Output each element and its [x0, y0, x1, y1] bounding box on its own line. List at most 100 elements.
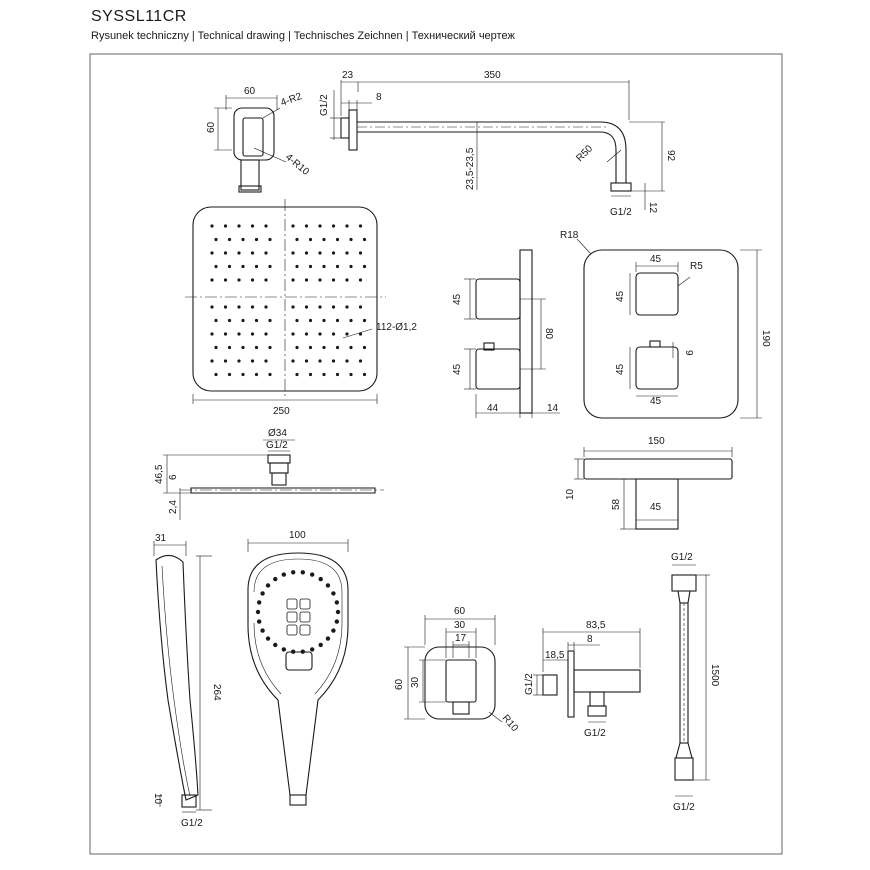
dim-sp-10: 10 — [565, 488, 576, 500]
dim-hc-60: 60 — [454, 606, 466, 617]
rain-nozzle — [335, 372, 340, 377]
rain-nozzle — [335, 237, 340, 242]
dim-hs-465: 46,5 — [154, 464, 165, 484]
rain-nozzle — [318, 332, 322, 336]
dim-tf-45bottom: 45 — [650, 396, 662, 407]
dim-arm-8: 8 — [376, 92, 382, 103]
rain-nozzle — [331, 251, 336, 255]
dim-wall-r2: 4-R2 — [279, 91, 304, 109]
rain-nozzle — [349, 264, 353, 269]
rain-nozzle — [264, 332, 268, 336]
dim-th-45a: 45 — [452, 293, 463, 305]
rain-nozzle — [335, 264, 340, 269]
hand-nozzle — [255, 609, 261, 615]
rain-nozzle — [345, 278, 349, 282]
rain-nozzle — [214, 345, 218, 350]
rain-nozzle — [227, 237, 232, 242]
wall-connector-view: 60 60 4-R2 4-R10 — [206, 86, 311, 193]
rain-nozzle — [264, 251, 268, 255]
rain-nozzle — [291, 224, 295, 228]
drawing-frame — [89, 53, 783, 855]
hand-center-nozzle — [286, 598, 298, 610]
hand-nozzle — [300, 570, 306, 575]
spout-view: 150 10 58 45 — [565, 436, 733, 530]
rain-nozzle — [304, 359, 309, 363]
thermostat-side-view: 45 45 80 44 14 — [452, 249, 560, 418]
dim-head-nozzles: 112-Ø1,2 — [376, 322, 417, 333]
rain-nozzle — [295, 372, 299, 377]
rain-nozzle — [291, 278, 295, 282]
hose-view: G1/2 1500 G1/2 — [671, 552, 720, 813]
rain-nozzle — [254, 318, 259, 323]
rain-nozzle — [237, 224, 241, 228]
dim-hcs-185: 18,5 — [545, 650, 565, 661]
hand-nozzle — [331, 628, 336, 633]
rain-nozzle — [254, 345, 259, 350]
rain-nozzle — [358, 224, 363, 228]
dim-wall-height: 60 — [206, 121, 217, 133]
rain-nozzle — [308, 318, 313, 323]
hand-nozzle — [281, 647, 287, 652]
dim-sp-150: 150 — [648, 436, 665, 447]
rain-nozzle — [214, 372, 218, 377]
rain-nozzle — [322, 345, 326, 350]
rain-nozzle — [237, 251, 241, 255]
rain-nozzle — [291, 359, 295, 363]
rain-nozzle — [295, 318, 299, 323]
rain-nozzle — [254, 264, 259, 269]
hand-nozzle — [300, 649, 306, 654]
hand-nozzle — [334, 600, 340, 605]
dim-arm-235: 23,5-23,5 — [465, 147, 476, 190]
rain-nozzle — [331, 332, 336, 336]
dim-hose-g12bot: G1/2 — [673, 802, 695, 813]
rain-nozzle — [362, 318, 367, 323]
rain-nozzle — [362, 237, 367, 242]
rain-nozzle — [241, 345, 245, 350]
rain-nozzle — [250, 332, 255, 336]
page-title: SYSSL11CR — [91, 8, 187, 25]
rain-nozzle — [358, 332, 363, 336]
hand-nozzle — [273, 576, 278, 582]
rain-nozzle — [223, 305, 228, 309]
rain-nozzle — [304, 278, 309, 282]
dim-tf-190: 190 — [760, 330, 771, 347]
rain-nozzle — [331, 359, 336, 363]
hand-center-nozzle — [286, 611, 298, 623]
rain-nozzle — [250, 305, 255, 309]
dim-hsd-264: 264 — [211, 684, 222, 701]
rain-nozzle — [264, 278, 268, 282]
dim-tf-45top: 45 — [650, 254, 662, 265]
rain-nozzle — [308, 237, 313, 242]
dim-hcs-g12a: G1/2 — [524, 673, 535, 695]
rain-nozzle — [268, 237, 272, 242]
dim-hc-30v: 30 — [410, 676, 421, 688]
hand-center-nozzle — [299, 624, 311, 636]
dim-sp-58: 58 — [611, 498, 622, 510]
dim-hc-17: 17 — [455, 633, 467, 644]
dim-sp-45: 45 — [650, 502, 662, 513]
dim-arm-g12: G1/2 — [319, 94, 330, 116]
dim-hs-6: 6 — [168, 474, 179, 480]
rain-nozzle — [214, 318, 218, 323]
thermostat-front-view: R18 45 R5 45 45 9 45 190 — [560, 230, 771, 419]
rain-nozzle — [331, 224, 336, 228]
rain-nozzle — [318, 224, 322, 228]
hand-shower-side-view: 31 264 10 G1/2 — [152, 533, 222, 829]
hand-center-nozzle — [299, 611, 311, 623]
rain-nozzle — [227, 264, 232, 269]
rain-nozzle — [318, 278, 322, 282]
rain-nozzle — [295, 264, 299, 269]
rain-nozzle — [227, 372, 232, 377]
rain-nozzle — [291, 251, 295, 255]
rain-nozzle — [227, 318, 232, 323]
rain-nozzle — [308, 345, 313, 350]
rain-nozzle — [358, 278, 363, 282]
rain-nozzle — [358, 251, 363, 255]
dim-head-250: 250 — [273, 406, 290, 417]
dim-th-44: 44 — [487, 403, 499, 414]
rain-nozzle — [214, 264, 218, 269]
rain-nozzle — [362, 345, 367, 350]
rain-nozzle — [308, 264, 313, 269]
rain-nozzle — [308, 372, 313, 377]
